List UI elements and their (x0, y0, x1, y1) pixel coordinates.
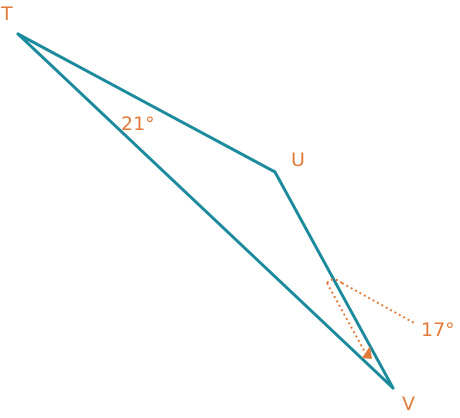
angle-arc-V (326, 278, 343, 284)
vertex-label-T: T (0, 3, 13, 25)
angle-arrowhead-V (362, 346, 372, 359)
side-UV (273, 170, 395, 390)
vertex-label-U: U (291, 149, 305, 171)
angle-leader-V (341, 282, 417, 325)
vertex-label-V: V (402, 393, 415, 415)
angle-pointer-V (326, 282, 367, 355)
angle-label-T: 21° (121, 113, 155, 135)
side-TV (16, 32, 395, 390)
side-TU (16, 32, 277, 174)
angle-label-V: 17° (421, 319, 455, 341)
